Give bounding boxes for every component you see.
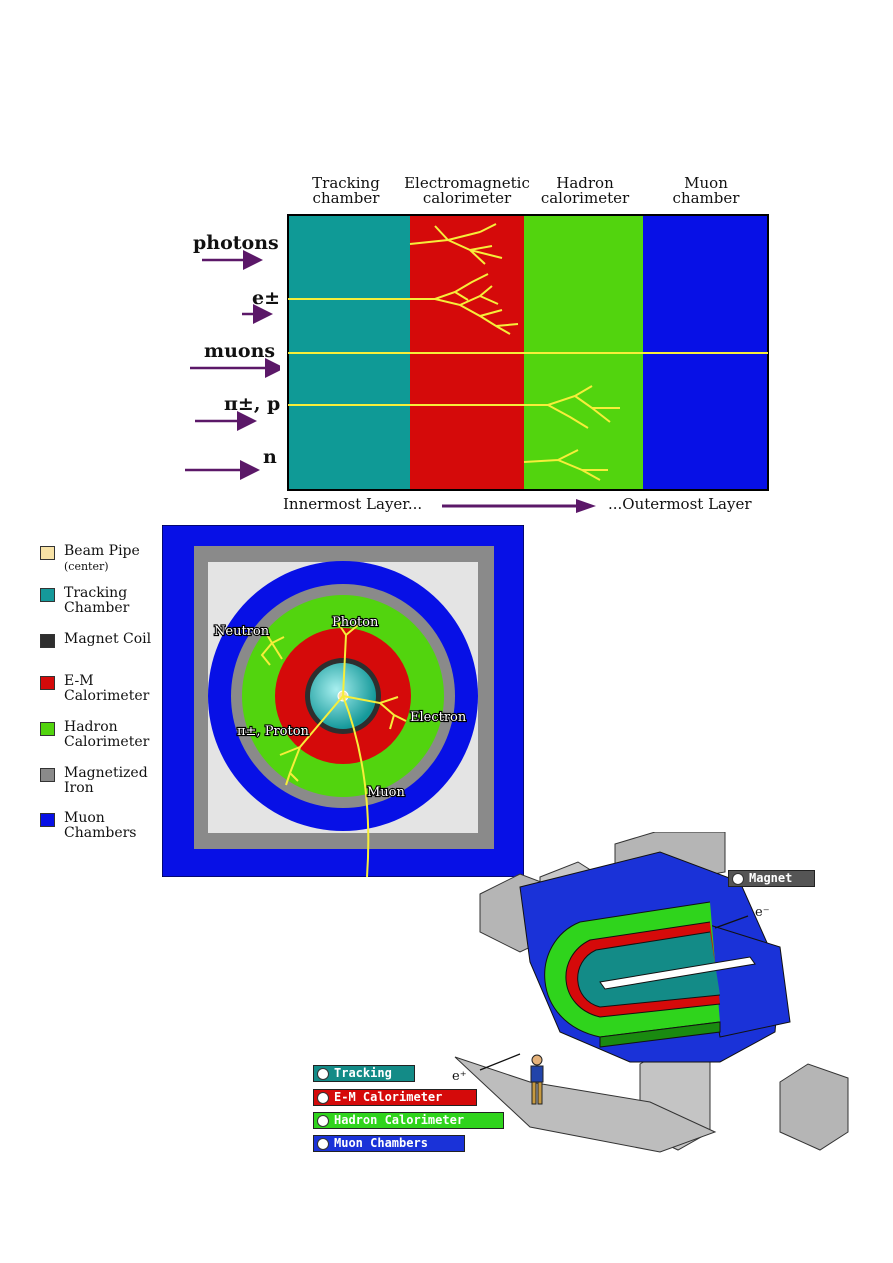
footer-outermost: ...Outermost Layer xyxy=(608,495,752,513)
photon-track xyxy=(337,622,359,697)
hadron-toggle-icon[interactable] xyxy=(317,1115,329,1127)
pion-track xyxy=(279,695,344,786)
tag-hadron-calorimeter[interactable]: Hadron Calorimeter xyxy=(313,1112,504,1129)
person-figure xyxy=(530,1054,544,1105)
legend-swatch xyxy=(40,634,55,648)
muon-track xyxy=(342,695,370,877)
legend-swatch xyxy=(40,813,55,827)
tag-em-calorimeter[interactable]: E-M Calorimeter xyxy=(313,1089,477,1106)
label-electron-3d: e⁻ xyxy=(755,905,770,920)
cross-section: Neutron Photon Electron π±, Proton Muon xyxy=(162,525,524,877)
label-neutron: n xyxy=(263,446,277,468)
label-electron: e± xyxy=(252,287,281,309)
label-electron-cs: Electron xyxy=(410,710,467,725)
detector-3d: e⁻ e⁺ xyxy=(452,832,849,1153)
label-photon-cs: Photon xyxy=(332,615,379,630)
label-positron-3d: e⁺ xyxy=(452,1069,467,1084)
legend-swatch xyxy=(40,676,55,690)
magnet-tag[interactable]: Magnet xyxy=(728,870,815,887)
neutron-shower xyxy=(260,632,285,666)
legend-swatch xyxy=(40,722,55,736)
tag-tracking[interactable]: Tracking xyxy=(313,1065,415,1082)
footer-innermost: Innermost Layer... xyxy=(283,495,423,513)
label-muons: muons xyxy=(204,340,276,362)
label-photons: photons xyxy=(193,232,279,254)
tracking-layer-3d xyxy=(577,931,756,1008)
label-neutron-cs: Neutron xyxy=(214,624,270,639)
particle-arrows xyxy=(185,250,280,480)
label-pion-proton: π±, p xyxy=(224,393,281,415)
electron-track xyxy=(342,695,407,730)
legend-swatch xyxy=(40,768,55,782)
em-toggle-icon[interactable] xyxy=(317,1092,329,1104)
tracking-toggle-icon[interactable] xyxy=(317,1068,329,1080)
magnet-toggle-icon[interactable] xyxy=(732,873,744,885)
legend-swatch xyxy=(40,546,55,560)
muon-toggle-icon[interactable] xyxy=(317,1138,329,1150)
particle-tracks xyxy=(288,223,768,481)
label-muon-cs: Muon xyxy=(367,785,406,800)
beam-lines xyxy=(479,915,749,1071)
event-tracks xyxy=(260,622,407,877)
legend-swatch xyxy=(40,588,55,602)
layer-bands xyxy=(287,214,769,491)
footer-arrow xyxy=(442,499,596,513)
label-pion-proton-cs: π±, Proton xyxy=(237,724,310,739)
tag-muon-chambers[interactable]: Muon Chambers xyxy=(313,1135,465,1152)
